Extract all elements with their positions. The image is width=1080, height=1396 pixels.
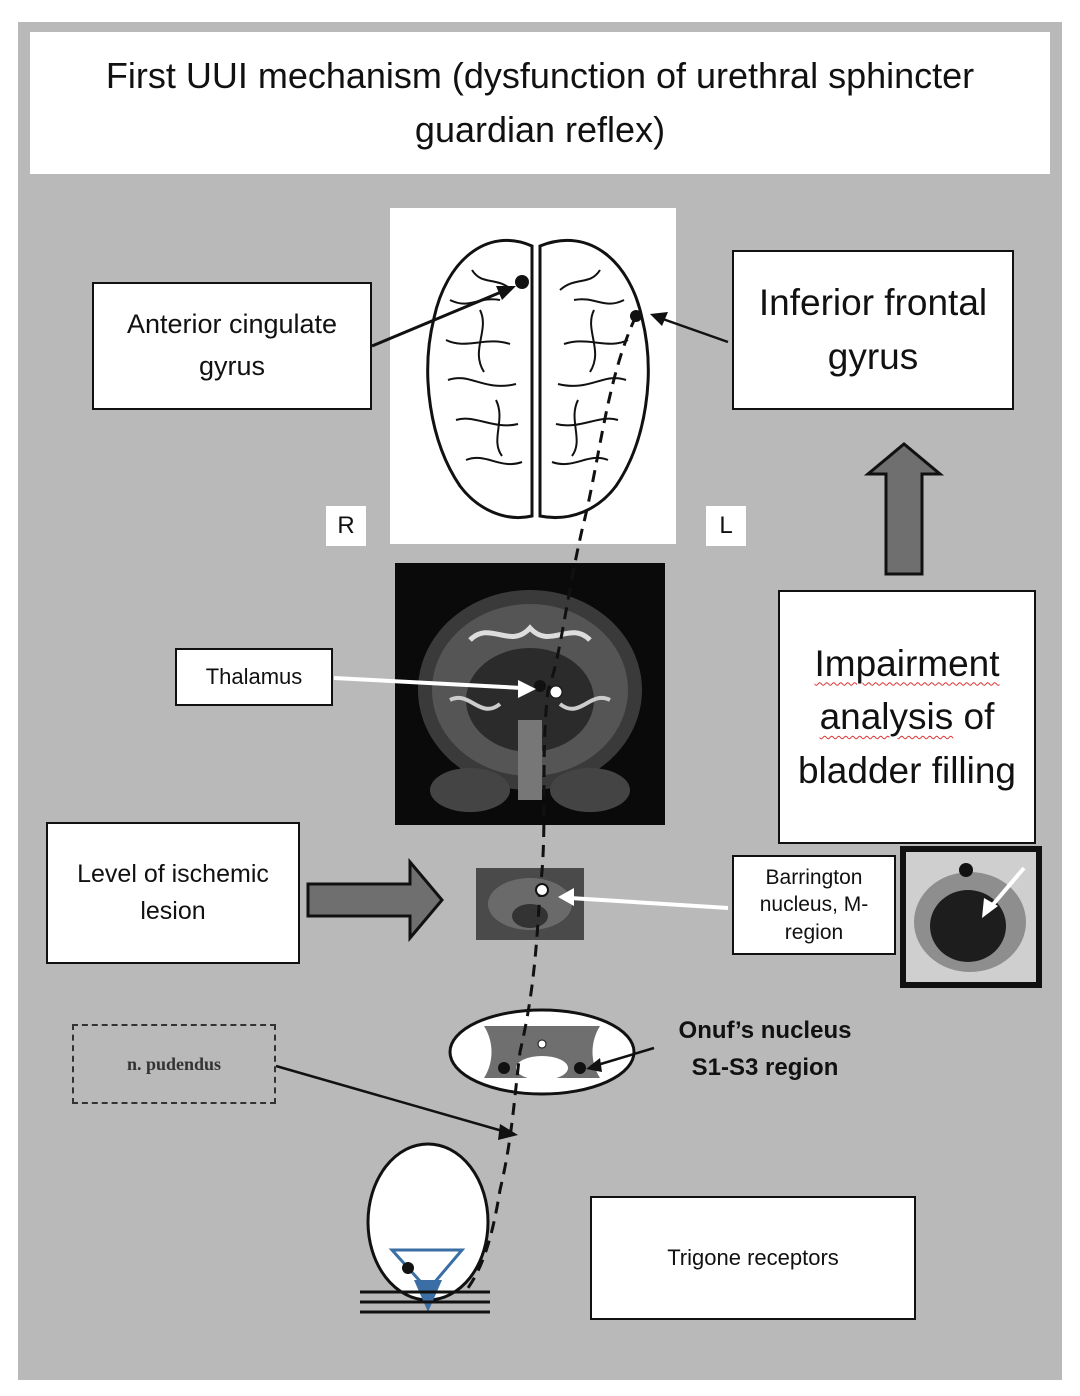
impairment-rest: of bladder filling bbox=[797, 696, 1017, 791]
label-anterior-cingulate-gyrus: Anterior cingulate gyrus bbox=[92, 282, 372, 410]
label-inferior-frontal-gyrus: Inferior frontal gyrus bbox=[732, 250, 1014, 410]
label-onufs-nucleus: Onuf’s nucleus S1-S3 region bbox=[678, 1017, 852, 1082]
impairment-word: Impairment bbox=[814, 642, 1000, 684]
spinal-cord-section bbox=[448, 1008, 636, 1096]
label-barrington-nucleus: Barrington nucleus, M-region bbox=[732, 855, 896, 955]
label-left: L bbox=[706, 506, 746, 546]
label-trigone-receptors: Trigone receptors bbox=[590, 1196, 916, 1320]
axial-scan-image bbox=[900, 846, 1042, 988]
label-thalamus: Thalamus bbox=[175, 648, 333, 706]
diagram-title: First UUI mechanism (dysfunction of uret… bbox=[30, 32, 1050, 174]
bladder-illustration bbox=[360, 1142, 490, 1314]
mri-coronal-image bbox=[395, 563, 665, 825]
brainstem-slice-image bbox=[476, 868, 584, 940]
label-right: R bbox=[326, 506, 366, 546]
analysis-word: analysis bbox=[819, 696, 954, 738]
neural-pathway-dashed bbox=[466, 315, 638, 1289]
block-arrow-right bbox=[306, 857, 444, 943]
label-ischemic-lesion: Level of ischemic lesion bbox=[46, 822, 300, 964]
block-arrow-up bbox=[863, 442, 945, 576]
label-n-pudendus: n. pudendus bbox=[72, 1024, 276, 1104]
brain-top-view-image bbox=[390, 208, 676, 544]
label-impairment-box: Impairment analysis of bladder filling bbox=[778, 590, 1036, 844]
